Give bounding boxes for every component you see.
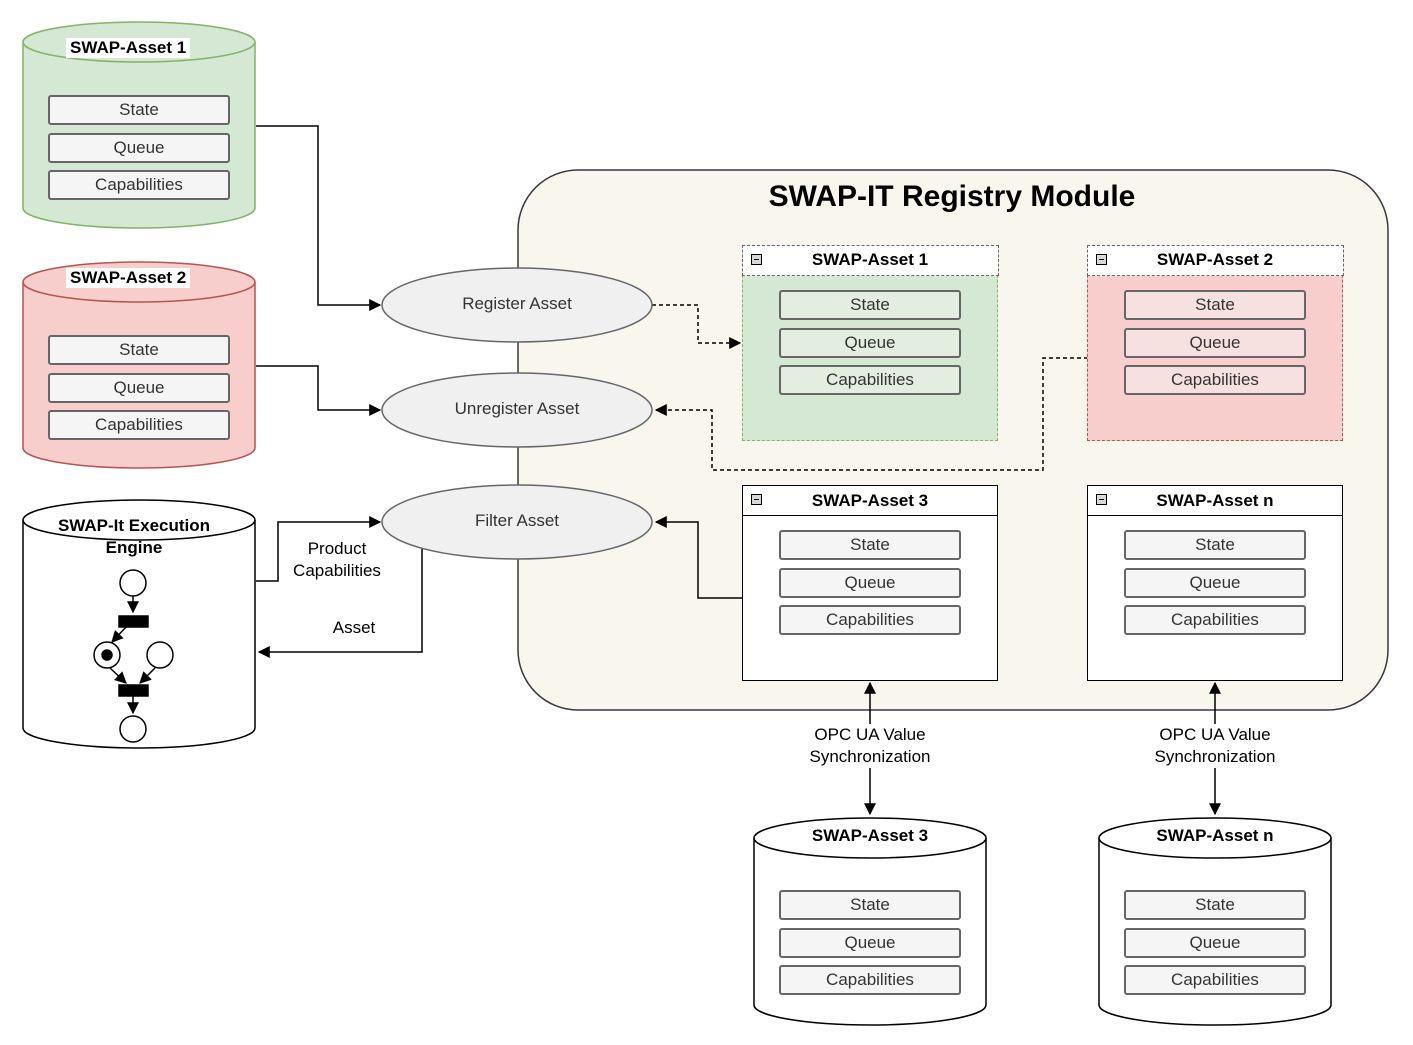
bottom-assetn-title: SWAP-Asset n <box>1156 826 1274 845</box>
registry-asset1-state: State <box>779 290 961 320</box>
left-asset2-state: State <box>48 335 230 365</box>
registry-asset3-queue: Queue <box>779 568 961 598</box>
bottom-asset3-state: State <box>779 890 961 920</box>
registry-asset3-state: State <box>779 530 961 560</box>
registry-assetn-capabilities: Capabilities <box>1124 605 1306 635</box>
bottom-asset3-title: SWAP-Asset 3 <box>811 826 929 845</box>
bottom-asset3-capabilities: Capabilities <box>779 965 961 995</box>
edge-asset1-register <box>256 125 382 311</box>
bottom-assetn-state: State <box>1124 890 1306 920</box>
left-asset1-capabilities: Capabilities <box>48 170 230 200</box>
edge-engine-filter <box>256 516 382 582</box>
sync-right-label: OPC UA Value Synchronization <box>1135 724 1295 768</box>
registry-asset2-queue: Queue <box>1124 328 1306 358</box>
module-title: SWAP-IT Registry Module <box>768 180 1136 213</box>
registry-asset2-capabilities: Capabilities <box>1124 365 1306 395</box>
registry-pane-asset3-header: SWAP-Asset 3 <box>743 486 997 516</box>
registry-assetn-queue: Queue <box>1124 568 1306 598</box>
registry-pane-assetn-title: SWAP-Asset n <box>1156 490 1274 510</box>
bottom-assetn-capabilities: Capabilities <box>1124 965 1306 995</box>
registry-asset1-queue: Queue <box>779 328 961 358</box>
edge-pane3-filter <box>654 516 743 599</box>
collapse-icon[interactable] <box>1096 494 1107 505</box>
unregister-asset-label: Unregister Asset <box>454 399 580 418</box>
collapse-icon[interactable] <box>1095 253 1107 265</box>
collapse-icon[interactable] <box>751 494 762 505</box>
registry-asset3-capabilities: Capabilities <box>779 605 961 635</box>
filter-asset-label: Filter Asset <box>474 511 560 530</box>
edge-pane2-unregister <box>654 357 1088 471</box>
registry-asset2-state: State <box>1124 290 1306 320</box>
registry-pane-asset2-title: SWAP-Asset 2 <box>1156 250 1274 269</box>
registry-pane-asset1-title: SWAP-Asset 1 <box>811 250 929 269</box>
registry-pane-assetn-header: SWAP-Asset n <box>1088 486 1342 516</box>
left-asset1-state: State <box>48 95 230 125</box>
edge-asset2-unregister <box>256 365 382 416</box>
left-asset2-queue: Queue <box>48 373 230 403</box>
registry-pane-asset2-header: SWAP-Asset 2 <box>1086 244 1344 276</box>
execution-engine-title: SWAP-It Execution Engine <box>57 516 211 557</box>
left-asset2-title: SWAP-Asset 2 <box>66 268 191 288</box>
edge-register-pane1 <box>652 304 742 349</box>
product-capabilities-label: Product Capabilities <box>293 539 381 580</box>
left-asset1-queue: Queue <box>48 133 230 163</box>
registry-pane-asset3-title: SWAP-Asset 3 <box>811 490 929 510</box>
bottom-asset3-queue: Queue <box>779 928 961 958</box>
bottom-assetn-queue: Queue <box>1124 928 1306 958</box>
petri-net-icon <box>93 569 174 743</box>
filter-asset-ellipse <box>381 484 653 560</box>
register-asset-label: Register Asset <box>462 294 572 313</box>
registry-pane-asset1-header: SWAP-Asset 1 <box>741 244 999 276</box>
unregister-asset-ellipse <box>381 372 653 448</box>
register-asset-ellipse <box>381 267 653 343</box>
left-asset1-title: SWAP-Asset 1 <box>66 38 191 58</box>
left-asset2-capabilities: Capabilities <box>48 410 230 440</box>
registry-asset1-capabilities: Capabilities <box>779 365 961 395</box>
asset-label: Asset <box>332 618 376 637</box>
execution-engine-cylinder <box>22 499 256 749</box>
sync-left-label: OPC UA Value Synchronization <box>790 724 950 768</box>
collapse-icon[interactable] <box>750 253 762 265</box>
edge-filter-engine <box>257 548 423 658</box>
registry-assetn-state: State <box>1124 530 1306 560</box>
